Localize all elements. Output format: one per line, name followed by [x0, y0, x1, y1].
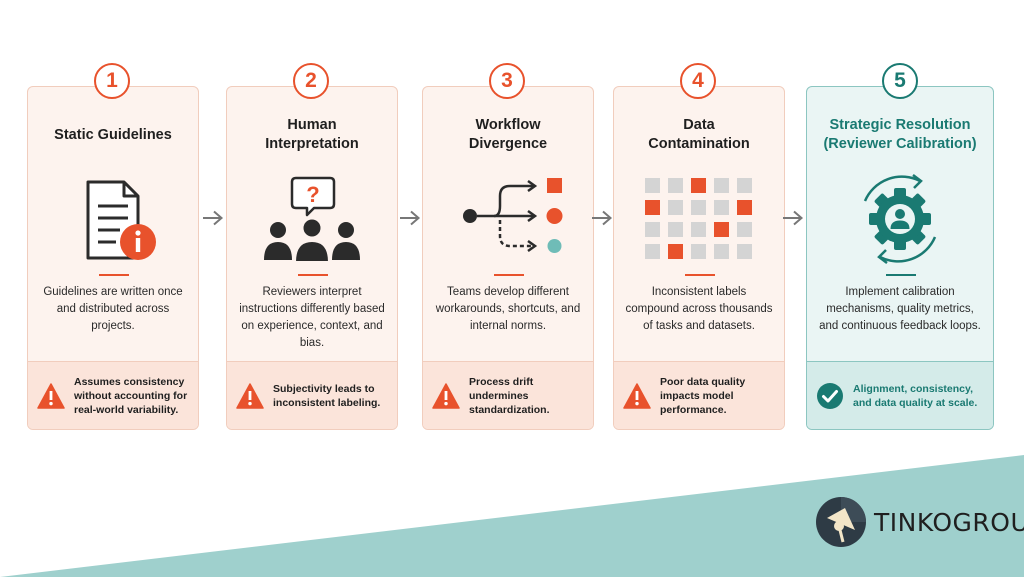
card-title: Human Interpretation: [235, 115, 389, 155]
grid-cell: [668, 244, 683, 259]
warning-icon: [235, 381, 265, 411]
footer-text: Alignment, consistency, and data quality…: [853, 382, 978, 409]
card-footer: Poor data quality impacts model performa…: [614, 361, 784, 429]
gear-person-cycle-icon: [807, 169, 993, 269]
grid-cell: [645, 244, 660, 259]
card-title-line: Strategic Resolution: [829, 117, 971, 133]
grid-cell: [737, 200, 752, 215]
footer-text: Assumes consistency without accounting f…: [74, 375, 188, 416]
document-info-icon: [28, 169, 198, 269]
arrow-right-icon: [592, 210, 613, 226]
card-description: Guidelines are written once and distribu…: [43, 286, 183, 332]
grid-cell: [645, 200, 660, 215]
footer-text: Poor data quality impacts model performa…: [660, 375, 746, 416]
grid-cell: [714, 244, 729, 259]
footer-text: Subjectivity leads to inconsistent label…: [273, 382, 381, 409]
divider: [494, 274, 524, 276]
card-title-line: Static Guidelines: [54, 126, 172, 143]
card-description: Teams develop different workarounds, sho…: [435, 286, 581, 332]
step-card-human-interpretation: Human Interpretation ? Reviewers interpr…: [226, 86, 398, 430]
tinkogroup-logo-icon: [816, 497, 866, 547]
step-number-text: 4: [692, 69, 704, 92]
warning-icon: [431, 381, 461, 411]
card-title: Data Contamination: [622, 115, 776, 155]
card-title-line: Data: [683, 117, 715, 133]
grid-cell: [645, 178, 660, 193]
card-description: Inconsistent labels compound across thou…: [625, 286, 773, 332]
grid-cell: [691, 200, 706, 215]
footer-text: Process drift undermines standardization…: [469, 375, 550, 416]
card-title-line: (Reviewer Calibration): [823, 136, 977, 152]
grid-cell: [714, 222, 729, 237]
arrow-right-icon: [783, 210, 804, 226]
card-title: Static Guidelines: [36, 115, 190, 155]
warning-icon: [622, 381, 652, 411]
grid-cell: [737, 178, 752, 193]
brand-name: TINKOGROUP: [874, 508, 1024, 537]
card-title-line: Human: [287, 117, 337, 133]
step-number-1: 1: [94, 63, 130, 99]
people-question-icon: ?: [227, 169, 397, 269]
grid-cell: [714, 200, 729, 215]
card-title: Strategic Resolution (Reviewer Calibrati…: [815, 115, 985, 155]
svg-text:?: ?: [306, 182, 319, 207]
grid-cell: [737, 244, 752, 259]
arrow-right-icon: [203, 210, 224, 226]
step-card-strategic-resolution: Strategic Resolution (Reviewer Calibrati…: [806, 86, 994, 430]
step-number-2: 2: [293, 63, 329, 99]
grid-cell: [714, 178, 729, 193]
step-card-static-guidelines: Static Guidelines Guidelines are written…: [27, 86, 199, 430]
card-title-line: Contamination: [648, 136, 750, 152]
card-footer: Process drift undermines standardization…: [423, 361, 593, 429]
divider: [685, 274, 715, 276]
divider: [298, 274, 328, 276]
grid-cell: [691, 244, 706, 259]
step-number-text: 5: [894, 69, 906, 92]
card-footer: Subjectivity leads to inconsistent label…: [227, 361, 397, 429]
card-footer: Assumes consistency without accounting f…: [28, 361, 198, 429]
check-circle-icon: [815, 381, 845, 411]
card-description: Reviewers interpret instructions differe…: [239, 286, 385, 349]
step-card-data-contamination: Data Contamination Inconsistent labels c…: [613, 86, 785, 430]
card-title-line: Workflow: [475, 117, 541, 133]
divider: [886, 274, 916, 276]
branching-flow-icon: [423, 169, 593, 269]
arrow-right-icon: [400, 210, 421, 226]
grid-cell: [668, 178, 683, 193]
step-number-5: 5: [882, 63, 918, 99]
grid-cell: [691, 178, 706, 193]
step-card-workflow-divergence: Workflow Divergence Teams develop differ…: [422, 86, 594, 430]
step-number-text: 1: [106, 69, 118, 92]
card-title-line: Interpretation: [265, 136, 359, 152]
step-number-4: 4: [680, 63, 716, 99]
grid-cell: [668, 222, 683, 237]
card-description: Implement calibration mechanisms, qualit…: [819, 286, 981, 332]
warning-icon: [36, 381, 66, 411]
grid-cell: [668, 200, 683, 215]
step-number-text: 2: [305, 69, 317, 92]
step-number-3: 3: [489, 63, 525, 99]
grid-cell: [645, 222, 660, 237]
card-footer: Alignment, consistency, and data quality…: [807, 361, 993, 429]
card-title-line: Divergence: [468, 136, 548, 152]
grid-contamination-icon: [614, 169, 784, 269]
divider: [99, 274, 129, 276]
grid-cell: [691, 222, 706, 237]
grid-cell: [737, 222, 752, 237]
card-title: Workflow Divergence: [431, 115, 585, 155]
step-number-text: 3: [501, 69, 513, 92]
